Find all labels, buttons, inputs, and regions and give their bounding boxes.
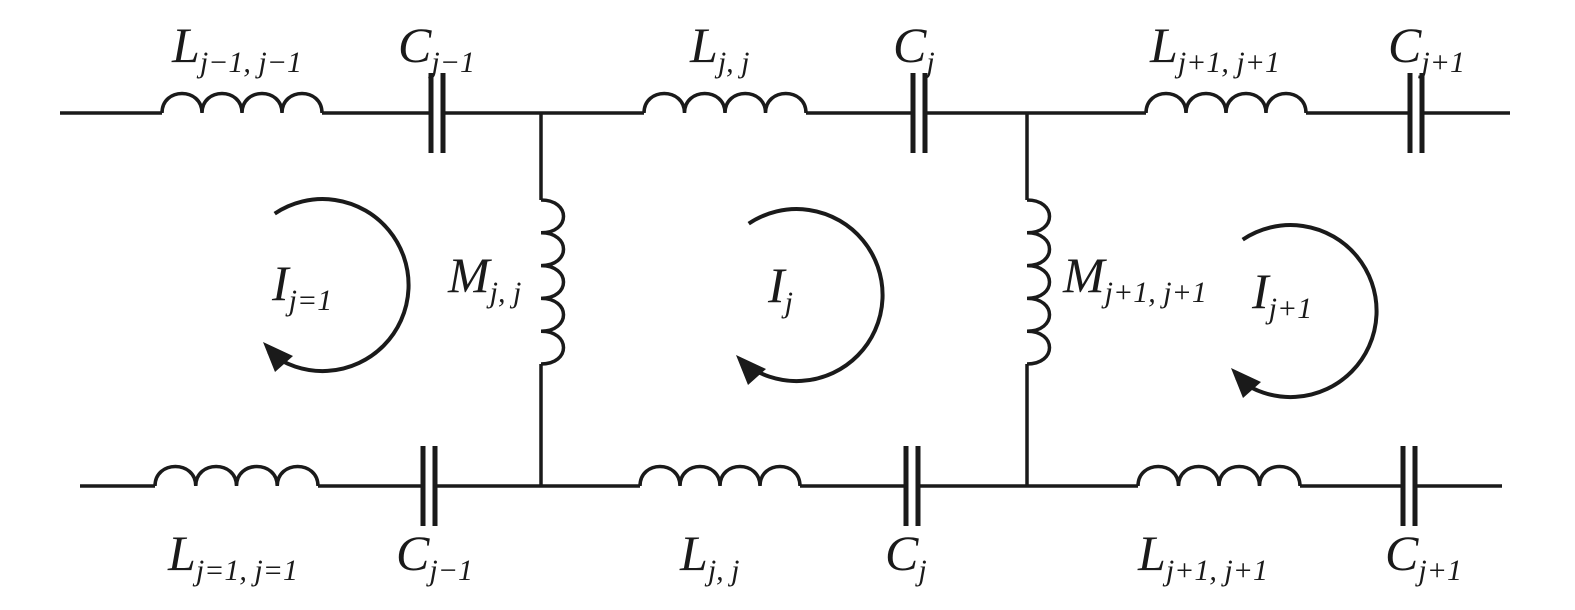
bottom-capacitor-2 <box>903 446 921 526</box>
bottom-inductor-label-3: Lj+1, j+1 <box>1137 525 1268 587</box>
mutual-inductor-1 <box>540 198 566 366</box>
top-inductor-3 <box>1144 91 1308 114</box>
arrowhead-icon <box>736 355 766 385</box>
top-capacitor-2 <box>910 73 928 153</box>
top-inductor-label-3: Lj+1, j+1 <box>1149 17 1280 79</box>
bottom-capacitor-3 <box>1400 446 1418 526</box>
top-capacitor-3 <box>1407 73 1425 153</box>
top-capacitor-label-2: Cj <box>893 17 935 79</box>
wires <box>60 111 1510 488</box>
loop-current-label-2: Ij <box>767 257 793 319</box>
bottom-capacitor-label-3: Cj+1 <box>1385 525 1462 587</box>
mutual-inductance-label-2: Mj+1, j+1 <box>1062 247 1207 309</box>
loop-current-label-1: Ij=1 <box>271 255 332 317</box>
arrowhead-icon <box>1231 368 1261 398</box>
top-inductor-2 <box>642 91 808 114</box>
top-capacitor-label-1: Cj−1 <box>398 17 475 79</box>
mutual-inductance-label-1: Mj, j <box>447 247 521 309</box>
loop-current-label-3: Ij+1 <box>1251 263 1312 325</box>
loop-current-3-arc <box>1235 223 1379 400</box>
components <box>153 73 1425 526</box>
top-capacitor-1 <box>428 73 446 153</box>
top-capacitor-label-3: Cj+1 <box>1388 17 1465 79</box>
current-loops <box>263 197 1379 400</box>
bottom-inductor-label-2: Lj, j <box>679 525 739 587</box>
mutual-inductor-2 <box>1026 198 1052 366</box>
loop-current-2-arc <box>741 207 885 384</box>
bottom-capacitor-label-2: Cj <box>885 525 927 587</box>
bottom-capacitor-1 <box>420 446 438 526</box>
bottom-inductor-2 <box>638 464 802 487</box>
arrowhead-icon <box>263 342 293 372</box>
bottom-inductor-label-1: Lj=1, j=1 <box>167 525 298 587</box>
loop-current-1-arc <box>267 197 411 374</box>
top-inductor-1 <box>160 91 324 114</box>
bottom-inductor-1 <box>153 464 320 487</box>
top-inductor-label-2: Lj, j <box>689 17 749 79</box>
bottom-inductor-3 <box>1136 464 1302 487</box>
top-inductor-label-1: Lj−1, j−1 <box>171 17 302 79</box>
bottom-capacitor-label-1: Cj−1 <box>396 525 473 587</box>
